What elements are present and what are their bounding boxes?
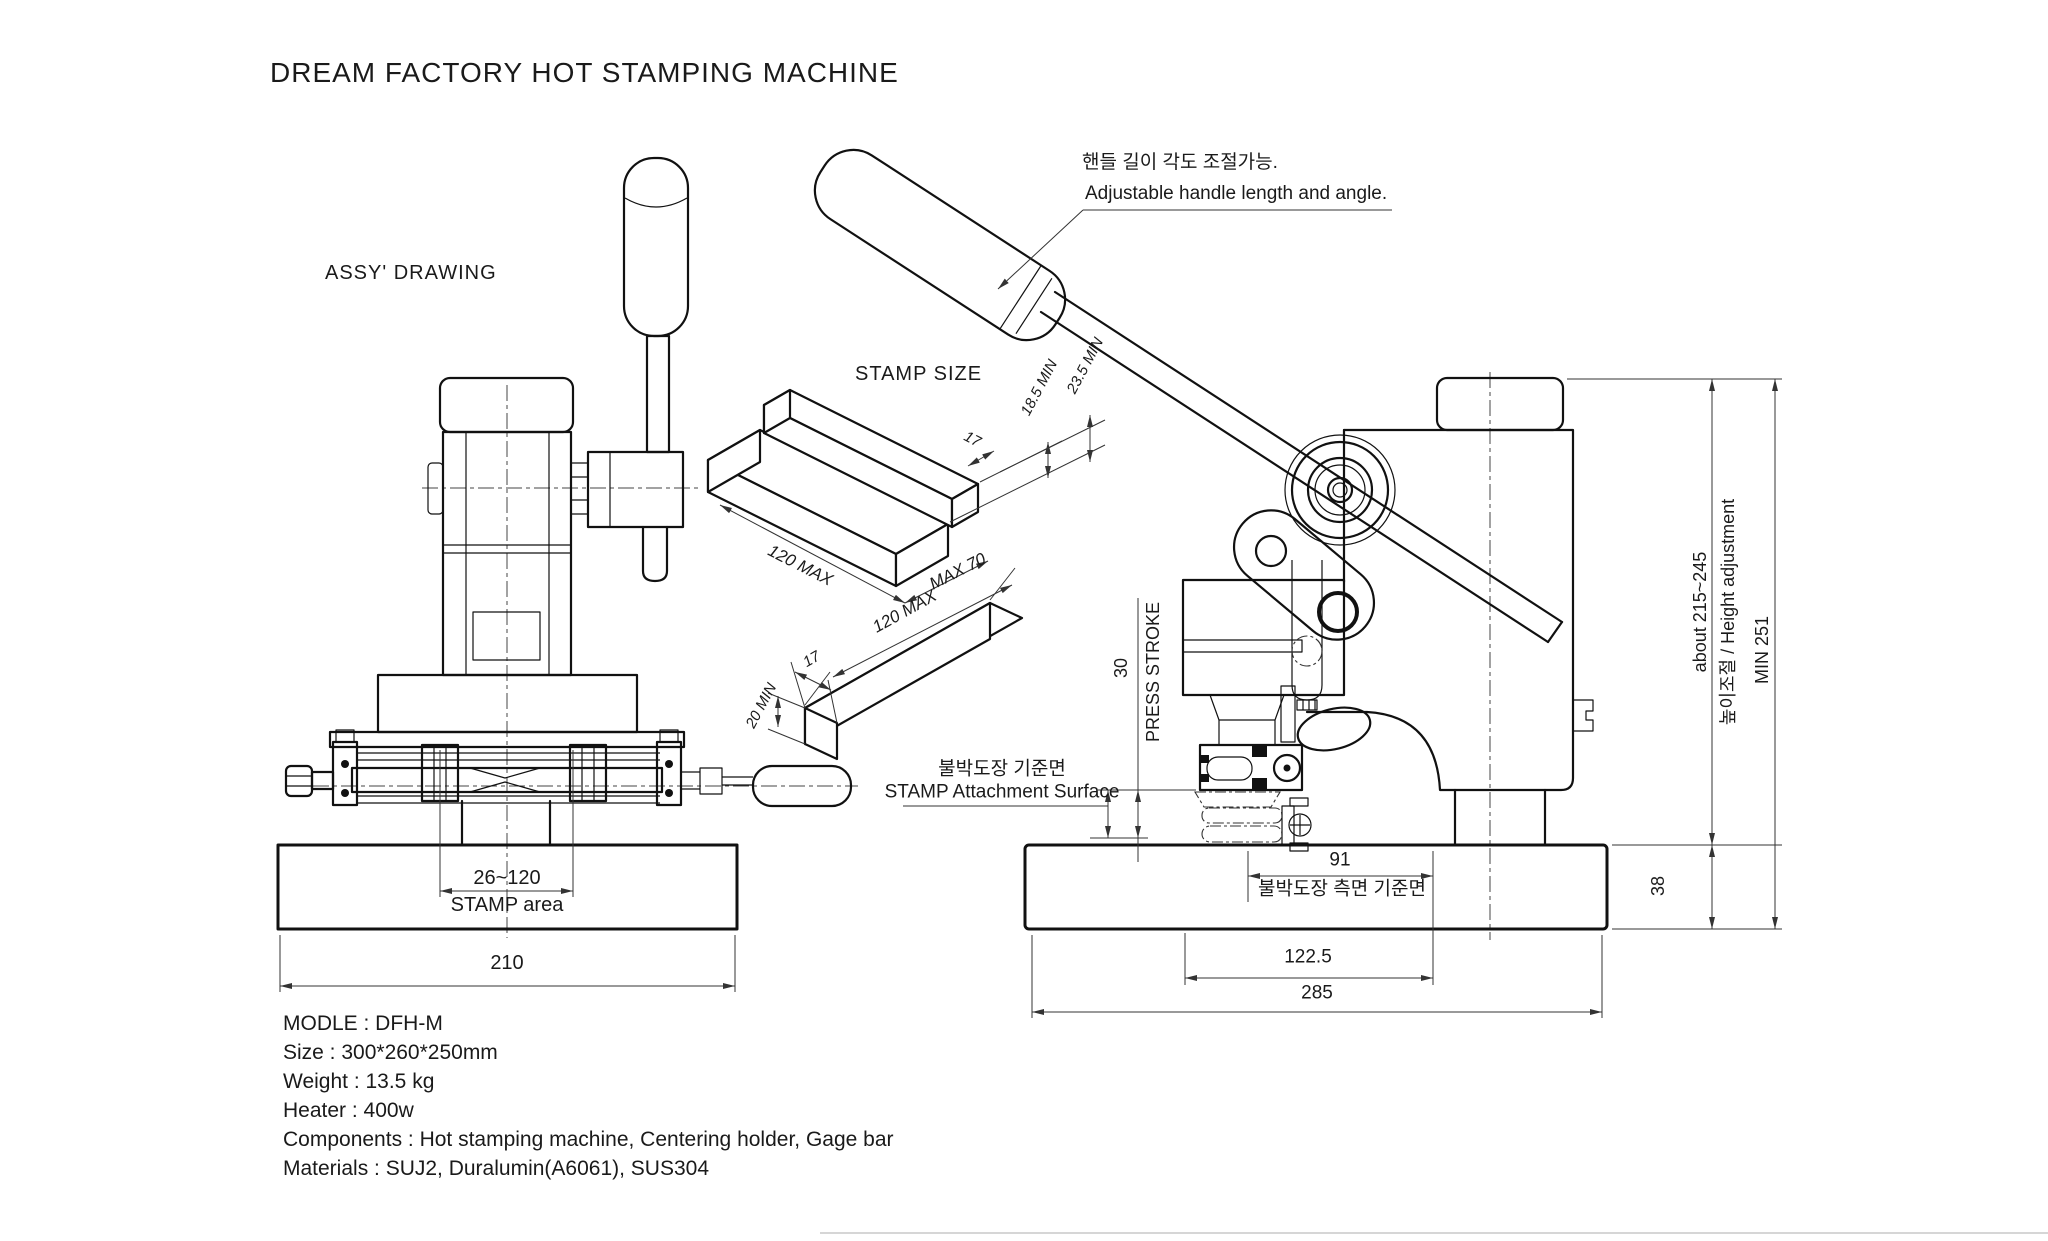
spec-heater: Heater : 400w <box>283 1099 414 1122</box>
side-ref-korean: 불박도장 측면 기준면 <box>1258 878 1426 900</box>
page-title: DREAM FACTORY HOT STAMPING MACHINE <box>270 57 899 88</box>
attach-surface-korean: 불박도장 기준면 <box>938 758 1066 780</box>
stamp-size-drawing <box>706 388 1106 761</box>
handle-note-korean: 핸들 길이 각도 조절가능. <box>1082 152 1278 173</box>
front-view-drawing <box>276 156 858 938</box>
inner-width-dim: 122.5 <box>1284 946 1332 968</box>
stamp-area-label: STAMP area <box>450 894 564 916</box>
stamp-size-label: STAMP SIZE <box>855 363 983 385</box>
press-stroke-value-dim: 30 <box>1111 657 1132 679</box>
total-width-dim: 285 <box>1301 982 1333 1004</box>
side-ref-value-dim: 91 <box>1329 849 1351 871</box>
height-range-dim: about 215~245 <box>1690 551 1711 673</box>
spec-model: MODLE : DFH-M <box>283 1012 443 1035</box>
press-stroke-label: PRESS STROKE <box>1143 601 1164 743</box>
handle-note-english: Adjustable handle length and angle. <box>1085 183 1388 204</box>
stamp-area-range-dim: 26~120 <box>473 867 541 889</box>
base-width-dim: 210 <box>490 952 524 974</box>
front-view-label: ASSY' DRAWING <box>325 262 497 284</box>
spec-size: Size : 300*260*250mm <box>283 1041 498 1064</box>
spec-weight: Weight : 13.5 kg <box>283 1070 435 1093</box>
min-height-dim: MIN 251 <box>1752 615 1773 685</box>
side-view-dimensions <box>903 209 1782 1018</box>
base-height-dim: 38 <box>1648 875 1669 897</box>
front-view-dimensions <box>279 750 736 992</box>
attach-surface-english: STAMP Attachment Surface <box>884 781 1120 803</box>
side-view-drawing <box>813 148 1609 940</box>
spec-components: Components : Hot stamping machine, Cente… <box>283 1128 894 1151</box>
height-adjust-label: 높이조절 / Height adjustment <box>1718 498 1739 726</box>
spec-materials: Materials : SUJ2, Duralumin(A6061), SUS3… <box>283 1157 710 1180</box>
